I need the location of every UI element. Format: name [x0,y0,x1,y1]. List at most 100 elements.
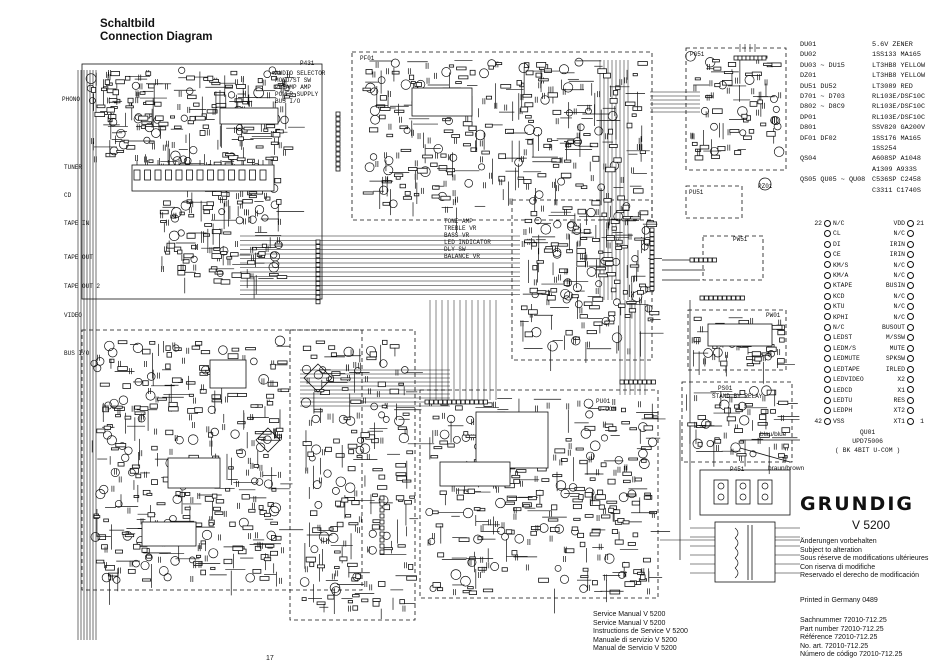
board-outline-pu01 [419,389,659,599]
resistor [777,330,786,336]
resistor [547,138,553,142]
pin-circle-icon [824,386,831,394]
resistor [760,409,769,414]
resistor [175,491,181,497]
ic-pin-name: LEDMUTE [833,355,860,363]
transistor [266,530,276,540]
resistor [751,71,762,77]
resistor [724,407,731,414]
resistor [108,98,118,103]
pin-circle-icon [824,271,831,279]
resistor [224,84,233,89]
transistor [739,415,750,426]
ic-pin-number: 42 [814,417,822,425]
resistor [351,500,360,506]
resistor [215,102,227,108]
connector-pin [442,399,448,405]
resistor [408,167,418,171]
board-outline-amp [81,329,363,591]
ic-pin [144,169,151,181]
transistor [577,123,585,131]
resistor [554,448,566,454]
pin-circle-icon [907,303,914,311]
resistor [641,459,647,463]
resistor [257,78,263,84]
resistor [744,403,753,407]
resistor [628,457,639,461]
resistor [535,72,543,78]
resistor [335,500,342,507]
transistor [552,250,562,259]
board-outline-p431 [81,63,323,300]
connector-pin [315,276,321,282]
resistor [131,464,141,469]
resistor [115,443,127,448]
resistor [583,133,591,137]
resistor [236,449,243,454]
transistor [559,64,569,75]
transistor [535,190,544,199]
resistor [117,462,125,467]
resistor [135,473,142,479]
resistor [726,416,736,422]
resistor [307,451,314,457]
transistor [462,507,474,519]
resistor [779,337,785,343]
board-label-ps01: PS01 [718,385,733,392]
component-row: A1309 A933S [800,165,925,175]
resistor [611,529,619,534]
ic-pin-name: LEDST [833,334,853,342]
resistor [757,99,763,105]
resistor [643,425,654,431]
ic-pin-number: 22 [814,220,822,227]
pu01-ucom-label: U-COM [598,406,617,413]
resistor [455,405,463,411]
transistor [218,208,226,216]
manual-line: Instructions de Service V 5200 [593,628,688,636]
resistor [228,466,234,470]
resistor [372,519,381,524]
transistor [335,476,347,487]
transistor [554,524,564,534]
ic-pin-name: N/C [893,230,905,238]
resistor [580,185,588,190]
resistor [377,381,386,388]
p431-line: BUS I/O [275,98,301,105]
resistor [158,126,167,131]
transistor [518,62,529,73]
resistor [579,541,586,548]
transistor [188,556,196,564]
resistor [584,514,594,518]
resistor [589,142,599,148]
connector-pin [735,295,741,301]
terminal-screw [761,482,769,490]
pf01-line: DLY SW [444,246,466,253]
ic-pin-name: N/C [893,292,905,300]
resistor [621,407,626,413]
resistor [577,208,586,215]
transistor [254,205,265,215]
wire-label-brown: braun/brown [768,465,805,472]
wire [739,447,791,463]
pin-circle-icon [824,292,831,300]
led-indicator [758,177,772,191]
ic-pin-name: N/C [833,220,845,227]
transistor [400,79,411,90]
model-name: V 5200 [852,518,891,532]
resistor [448,64,455,68]
resistor [195,115,206,121]
resistor [193,102,200,107]
transistor [116,128,126,139]
resistor [406,450,414,455]
resistor [541,478,550,482]
resistor [611,226,617,231]
resistor [145,71,152,76]
resistor [622,471,632,476]
pin-circle-icon [824,375,831,383]
connector-pin [315,294,321,300]
resistor [606,500,618,504]
